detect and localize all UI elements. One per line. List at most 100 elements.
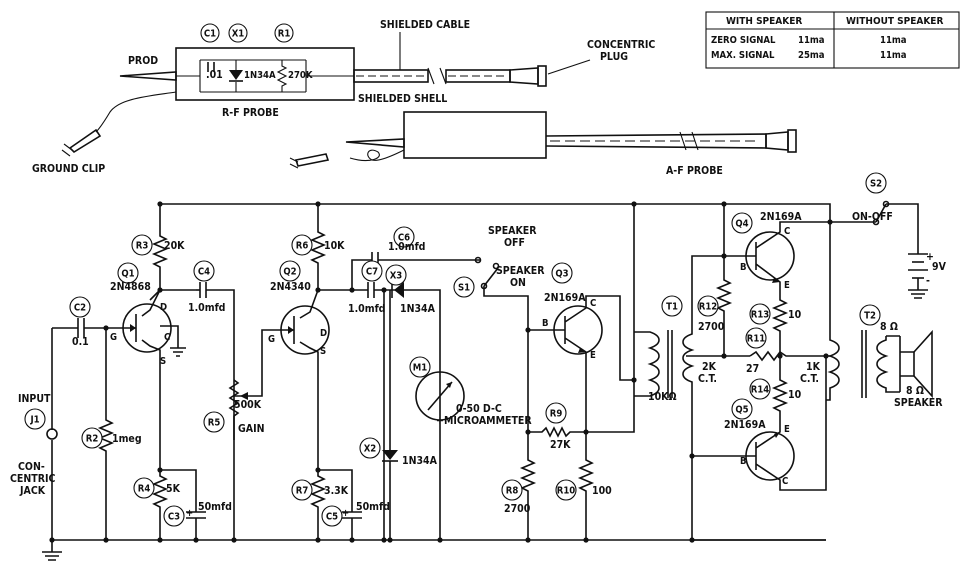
ref-r2: R2 [86, 434, 99, 445]
q3-value: 2N169A [544, 292, 586, 304]
c5-plus: + [342, 508, 349, 519]
speaker-ohm: 8 Ω [906, 385, 924, 397]
ref-r9: R9 [550, 409, 563, 420]
concentric-plug-label-2: PLUG [600, 51, 628, 63]
jack-label: CON- [18, 461, 45, 473]
ref-q3: Q3 [555, 269, 568, 280]
t2-ohm: 8 Ω [880, 321, 898, 333]
r13-value: 10 [788, 309, 802, 321]
c5-value: 50mfd [356, 501, 390, 513]
m1-value: 0-50 D-C [456, 403, 502, 415]
r8-value: 2700 [504, 503, 531, 515]
c4-value: 1.0mfd [188, 302, 225, 314]
shielded-shell-label: SHIELDED SHELL [358, 93, 447, 105]
q3-collector-pin: C [590, 298, 596, 309]
shielded-cable-label: SHIELDED CABLE [380, 19, 470, 31]
q4-base-pin: B [740, 262, 747, 273]
ref-r3: R3 [136, 241, 149, 252]
battery-value: 9V [932, 261, 947, 273]
speaker-off-label-2: OFF [504, 237, 525, 249]
value-labels: 0.1 2N4868 20K 1.0mfd 1meg 5K 50mfd 500K… [10, 211, 947, 515]
ref-x2: X2 [364, 444, 377, 455]
battery-plus: + [926, 251, 934, 263]
ref-q4: Q4 [735, 219, 748, 230]
ref-r5: R5 [208, 418, 221, 429]
ref-q2: Q2 [283, 267, 296, 278]
table-cell: 11ma [798, 35, 825, 46]
ref-r8: R8 [506, 486, 519, 497]
speaker-on-label: SPEAKER [496, 265, 545, 277]
input-label: INPUT [18, 393, 51, 405]
main-circuit [42, 200, 933, 561]
table-header-without: WITHOUT SPEAKER [846, 16, 943, 27]
r3-value: 20K [164, 240, 185, 252]
ref-r12: R12 [699, 302, 718, 313]
ref-j1: J1 [29, 415, 39, 426]
speaker-on-label-2: ON [510, 277, 526, 289]
ref-x1: X1 [232, 29, 245, 40]
q2-value: 2N4340 [270, 281, 311, 293]
ref-c5: C5 [326, 512, 338, 523]
concentric-plug-label: CONCENTRIC [587, 39, 655, 51]
speaker-off-label: SPEAKER [488, 225, 537, 237]
af-probe-label: A-F PROBE [666, 165, 723, 177]
component-refs: C2 Q1 R3 C4 R2 R4 C3 R5 Q2 R6 R7 C5 C6 C… [24, 172, 887, 527]
ref-c7: C7 [366, 267, 378, 278]
q1-gate-pin: G [110, 332, 117, 343]
r12-value: 2700 [698, 321, 725, 333]
ref-t2: T2 [864, 311, 876, 322]
ref-r4: R4 [138, 484, 151, 495]
r7-value: 3.3K [324, 485, 349, 497]
q2-source-pin: S [320, 346, 326, 357]
ref-q5: Q5 [735, 405, 748, 416]
current-table: WITH SPEAKER WITHOUT SPEAKER ZERO SIGNAL… [705, 11, 960, 69]
q5-base-pin: B [740, 456, 747, 467]
ground-clip-label: GROUND CLIP [32, 163, 105, 175]
ref-q1: Q1 [121, 269, 134, 280]
q4-value: 2N169A [760, 211, 802, 223]
q3-base-pin: B [542, 318, 549, 329]
r5-value: 500K [234, 399, 262, 411]
q1-value: 2N4868 [110, 281, 151, 293]
rf-probe: PROD C1 X1 R1 .01 1N34A 270K SHIELDED CA… [32, 19, 655, 175]
ref-r10: R10 [557, 486, 576, 497]
m1-type: MICROAMMETER [444, 415, 532, 427]
t1-ct-2: C.T. [698, 373, 717, 385]
r6-value: 10K [324, 240, 345, 252]
m1-plus: + [436, 415, 444, 427]
q5-emitter-pin: E [784, 424, 790, 435]
r1-value: 270K [288, 70, 313, 81]
ref-r6: R6 [296, 241, 309, 252]
ref-r1: R1 [278, 29, 291, 40]
q5-value: 2N169A [724, 419, 766, 431]
ref-t1: T1 [666, 302, 678, 313]
ref-m1: M1 [413, 363, 428, 374]
c2-value: 0.1 [72, 336, 89, 348]
s2-value: ON-OFF [852, 211, 893, 223]
ref-r13: R13 [751, 310, 770, 321]
q1-drain-pin: D [160, 302, 167, 313]
battery-minus: - [926, 275, 930, 287]
r4-value: 5K [166, 483, 181, 495]
q5-collector-pin: C [782, 476, 788, 487]
pin-labels: G D C S G D S B C E B C E B E C + + [110, 226, 790, 519]
r9-value: 27K [550, 439, 571, 451]
ref-c6: C6 [398, 233, 410, 244]
r2-value: 1meg [112, 433, 142, 445]
table-row-label: MAX. SIGNAL [711, 50, 775, 61]
ref-r11: R11 [747, 334, 766, 345]
x3-value: 1N34A [400, 303, 436, 315]
ref-x3: X3 [390, 271, 403, 282]
table-cell: 11ma [880, 35, 907, 46]
prod-label: PROD [128, 55, 158, 67]
ref-s1: S1 [458, 283, 470, 294]
q1-case-pin: C [164, 332, 170, 343]
af-probe: A-F PROBE [289, 111, 797, 177]
t2-ct: 1K [806, 361, 821, 373]
jack-label-3: JACK [19, 485, 46, 497]
t2-ct-2: C.T. [800, 373, 819, 385]
table-header-with: WITH SPEAKER [726, 16, 802, 27]
r10-value: 100 [592, 485, 612, 497]
ref-c2: C2 [74, 303, 86, 314]
